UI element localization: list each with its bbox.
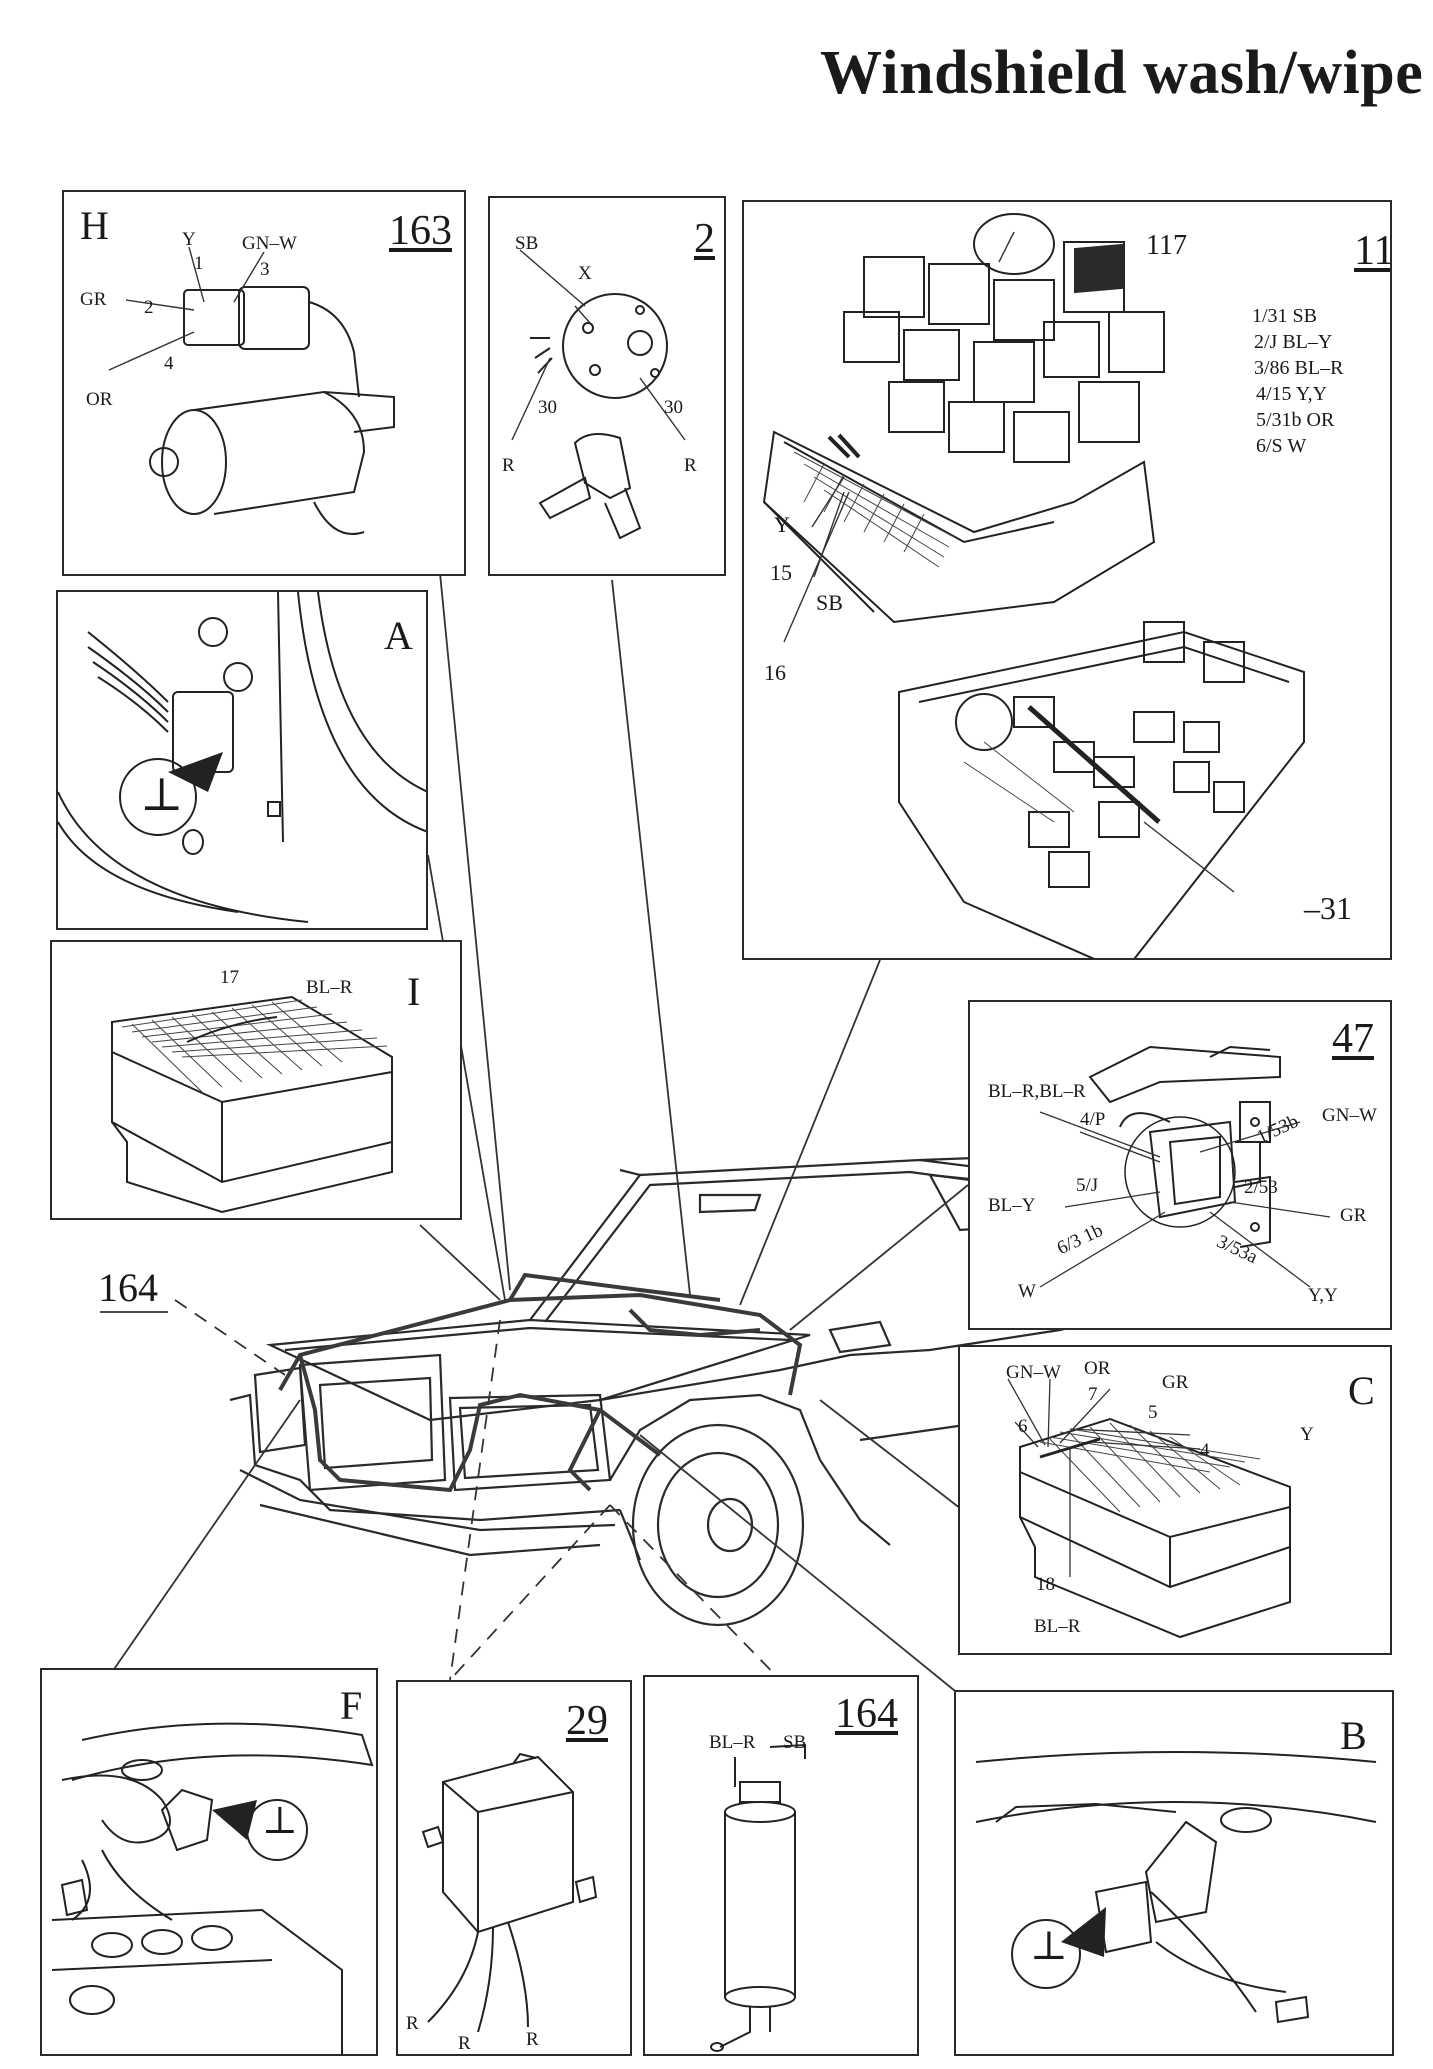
wire-label: Y [774,512,790,537]
connector-legend-item: 5/31b OR [1256,409,1335,431]
wire-label: R [406,2013,419,2034]
panel-11-number: 11 [1354,228,1392,274]
engine-bay-ground-drawing [51,1722,374,2054]
callout-164-label: 164 [98,1265,158,1310]
panel-2-number: 2 [694,216,715,262]
wire-label: R [458,2033,471,2054]
relay-117-label: 117 [1146,230,1187,261]
pin-label: 2/53 [1244,1177,1278,1198]
panel-h-wiper-motor: H 163 Y GN–W 1 3 GR 2 4 OR [62,190,466,576]
pin-label: 1 [194,253,204,274]
wire-label: OR [1084,1358,1111,1379]
wire-label: GN–W [242,233,297,254]
wire-label: 16 [764,660,786,685]
wire-label: R [502,455,515,476]
ignition-switch-drawing [511,249,686,540]
panel-f-ground: F ⊥ [40,1668,378,2056]
wire-label: GR [80,289,107,310]
panel-i-fuse-block: I 17 BL–R [50,940,462,1220]
panel-h-letter: H [80,203,109,248]
pin-label: 4/P [1080,1109,1106,1130]
wire-label: BL–R,BL–R [988,1081,1086,1102]
wire-label: BL–Y [988,1195,1036,1216]
connector-legend-item: 1/31 SB [1252,305,1318,327]
panel-164-washer-pump: 164 BL–R SB [643,1675,919,2056]
panel-a-ground: A ⊥ [56,590,428,930]
pin-label: 7 [1088,1384,1098,1405]
pin-label: 4 [1200,1440,1210,1461]
wire-label: OR [86,389,113,410]
wire-label: R [526,2029,539,2050]
wire-label: X [578,263,592,284]
pin-label: 3 [260,259,270,280]
ground-icon: ⊥ [140,769,184,820]
wire-label: GR [1340,1205,1367,1226]
wire-label: Y [1300,1424,1314,1445]
washer-pump-drawing [710,1743,806,2052]
ground-icon: ⊥ [1030,1923,1068,1968]
wire-label: BL–R [709,1732,756,1753]
panel-h-number: 163 [389,208,452,254]
wire-label: GN–W [1006,1362,1061,1383]
connector-legend-item: 4/15 Y,Y [1256,383,1328,405]
wiper-motor-drawing [108,246,395,535]
panel-i-letter: I [407,969,421,1014]
panel-164-number: 164 [835,1691,898,1737]
wire-label: GR [1162,1372,1189,1393]
panel-a-letter: A [384,613,413,658]
wire-label: 15 [770,560,792,585]
panel-2-ignition-switch: 2 SB X 30 30 R R [488,196,726,576]
wire-label: SB [515,233,539,254]
terminal-31-label: –31 [1304,890,1352,926]
pin-label: 5 [1148,1402,1158,1423]
wire-label: R [684,455,697,476]
panel-29-number: 29 [566,1698,608,1744]
wire-label: 17 [220,967,239,988]
wire-label: W [1018,1281,1036,1302]
cowl-ground-drawing [975,1751,1377,2024]
pin-label: 4 [164,353,174,374]
fuse-box-drawing [762,213,1305,958]
relay-drawing [421,1752,598,2033]
panel-c-connector: C GN–W OR GR 7 5 6 Y 4 18 BL–R [958,1345,1392,1655]
connector-drawing [1007,1378,1291,1639]
panel-b-letter: B [1340,1713,1367,1758]
stalk-switch-drawing [1039,1045,1331,1288]
panel-47-stalk-switch: 47 BL–R,BL–R 4/P 1/53b GN–W 5/J BL–Y 2/5… [968,1000,1392,1330]
panel-f-letter: F [340,1683,363,1728]
pin-label: 6 [1018,1416,1028,1437]
ground-point-drawing [58,592,426,923]
panel-c-letter: C [1348,1368,1375,1413]
wire-label: BL–R [1034,1616,1081,1637]
ground-icon: ⊥ [262,1800,298,1842]
connector-legend-item: 6/S W [1256,435,1307,457]
pin-label: 18 [1036,1574,1055,1595]
pin-label: 2 [144,297,154,318]
wire-label: GN–W [1322,1105,1377,1126]
panel-11-fuse-box: 11 117 1/31 SB 2/J BL–Y 3/86 BL–R 4/15 Y… [742,200,1392,960]
page-title: Windshield wash/wipe [820,39,1424,107]
panel-b-ground: B ⊥ [954,1690,1394,2056]
wire-label: BL–R [306,977,353,998]
wire-label: SB [816,590,843,615]
pin-label: 30 [538,397,557,418]
fuse-block-drawing [111,995,393,1214]
connector-legend-item: 2/J BL–Y [1254,331,1333,353]
pin-label: 5/J [1076,1175,1099,1196]
wire-label: SB [783,1732,807,1753]
panel-29-relay: 29 R R R [396,1680,632,2056]
pin-label: 30 [664,397,683,418]
panel-47-number: 47 [1332,1016,1374,1062]
wire-label: Y,Y [1308,1285,1338,1306]
wire-label: Y [182,229,196,250]
connector-legend-item: 3/86 BL–R [1254,357,1344,379]
